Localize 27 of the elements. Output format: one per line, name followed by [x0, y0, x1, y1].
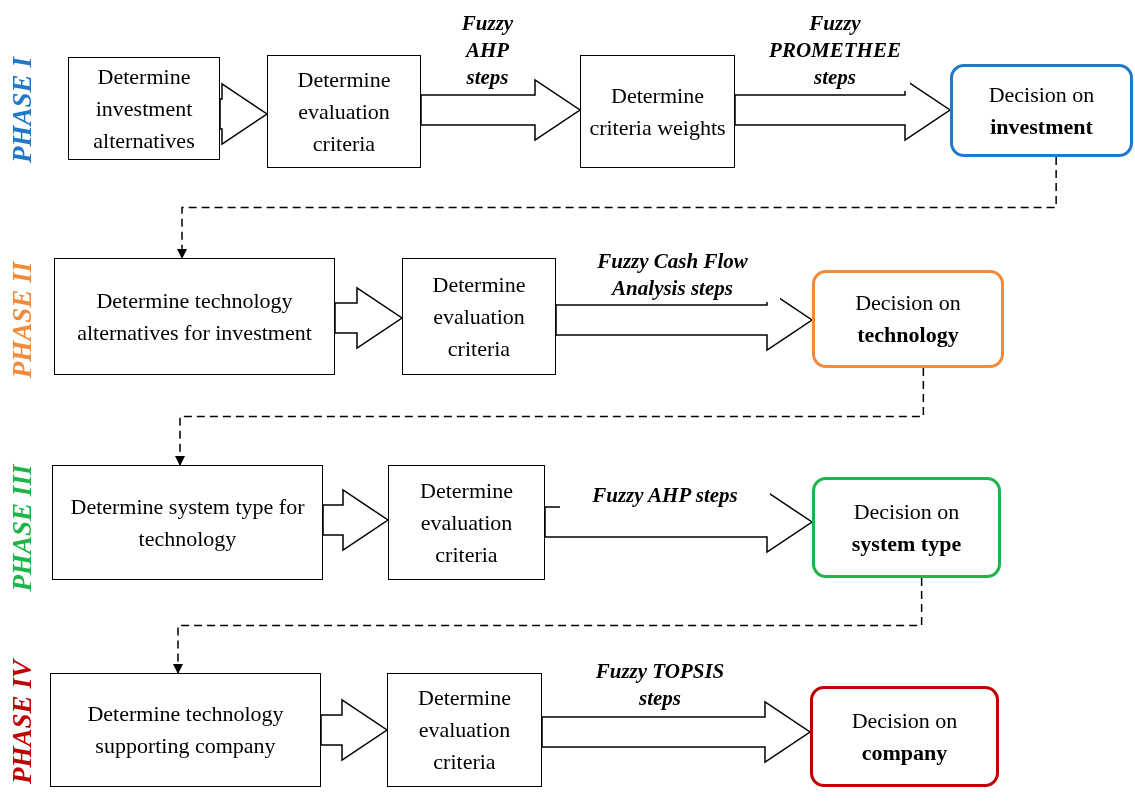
block-arrow	[219, 82, 269, 146]
process-box: Determine evaluation criteria	[387, 673, 542, 787]
block-arrow	[544, 490, 814, 554]
process-box: Determine technology supporting company	[50, 673, 321, 787]
block-arrow	[320, 698, 389, 762]
phase-label: PHASE II	[7, 261, 37, 379]
process-box: Determine evaluation criteria	[388, 465, 545, 580]
process-box: Determine system type for technology	[52, 465, 323, 580]
process-box: Determine technology alternatives for investment	[54, 258, 335, 375]
process-box: Determine evaluation criteria	[402, 258, 556, 375]
decision-box: Decision on investment	[950, 64, 1133, 157]
block-arrow	[420, 78, 582, 142]
block-arrow	[322, 488, 390, 552]
phase-label: PHASE I	[7, 57, 37, 163]
decision-box: Decision on company	[810, 686, 999, 787]
phase-label: PHASE III	[7, 464, 37, 592]
decision-box: Decision on system type	[812, 477, 1001, 578]
dashed-arrow	[173, 577, 923, 674]
process-box: Determine criteria weights	[580, 55, 735, 168]
block-arrow	[334, 286, 404, 350]
dashed-arrow	[175, 367, 925, 466]
block-arrow	[541, 700, 812, 764]
dashed-arrow	[177, 156, 1057, 259]
decision-box: Decision on technology	[812, 270, 1004, 368]
process-box: Determine investment alternatives	[68, 57, 220, 160]
process-box: Determine evaluation criteria	[267, 55, 421, 168]
phase-label: PHASE IV	[7, 660, 37, 784]
